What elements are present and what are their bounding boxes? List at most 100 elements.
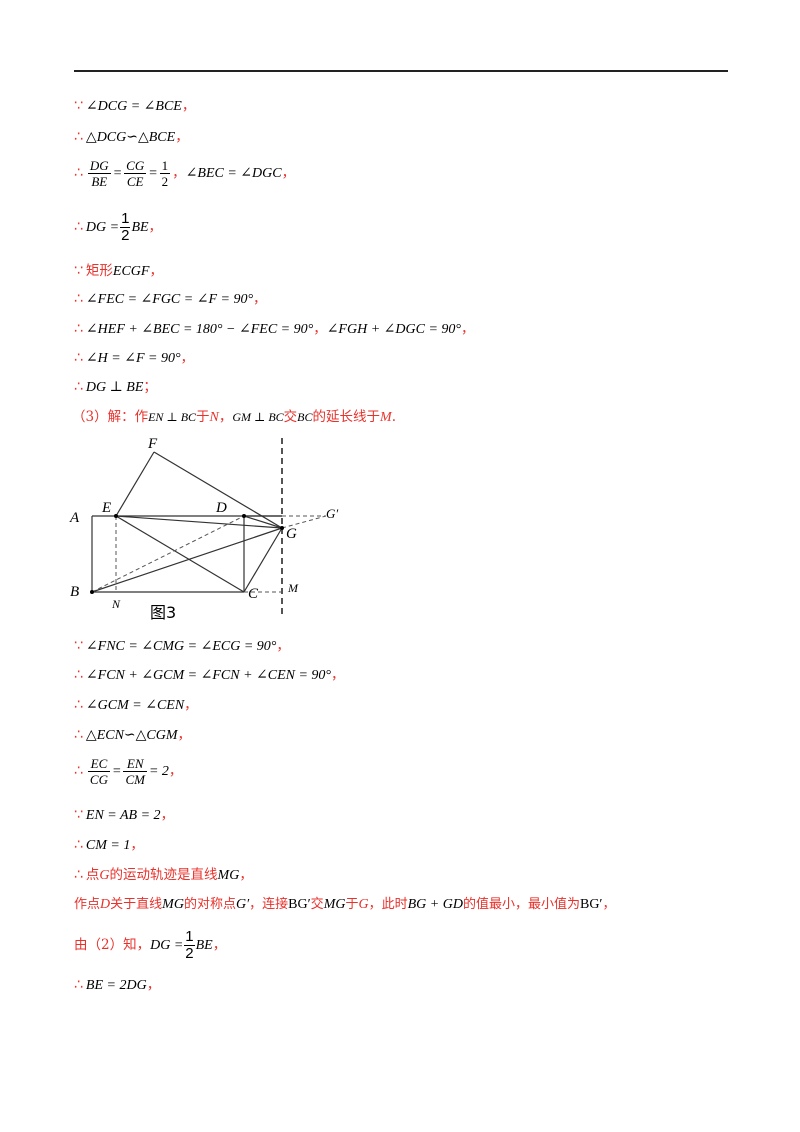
proof-line-6: ∴∠FEC = ∠FGC = ∠F = 90°， <box>74 290 267 309</box>
label-a: A <box>69 510 80 526</box>
text: 交 <box>310 897 324 912</box>
denominator: 2 <box>185 945 194 962</box>
math-expr: △DCG∽△BCE <box>85 130 176 145</box>
math-expr: G <box>99 868 110 883</box>
point-g <box>280 526 284 530</box>
therefore-symbol: ∴ <box>74 291 83 307</box>
segment-eg <box>115 515 283 529</box>
therefore-symbol: ∴ <box>74 667 83 683</box>
math-expr: EN ⊥ BC <box>148 410 197 424</box>
numerator: EN <box>123 756 147 772</box>
math-expr: G <box>358 897 369 912</box>
punct: ， <box>253 291 267 307</box>
punct: ， <box>130 837 144 853</box>
text: 的值最小，最小值为 <box>462 897 580 912</box>
text: ， <box>218 409 233 425</box>
therefore-symbol: ∴ <box>74 165 83 181</box>
punct: ， <box>160 807 175 823</box>
proof-line-16: ∴CM = 1， <box>74 836 144 855</box>
text: 的对称点 <box>183 897 236 912</box>
text: 交 <box>283 409 298 425</box>
therefore-symbol: ∴ <box>74 727 83 743</box>
math-expr: BG + GD <box>407 897 463 912</box>
point-d <box>242 514 246 518</box>
because-symbol: ∵ <box>74 638 83 654</box>
segment-bg <box>91 527 283 593</box>
punct: ， <box>331 667 345 683</box>
proof-line-2: ∴△DCG∽△BCE， <box>74 128 189 147</box>
text: . <box>391 409 396 425</box>
text: 矩形 <box>85 263 113 279</box>
proof-line-7: ∴∠HEF + ∠BEC = 180° − ∠FEC = 90°，∠FGH + … <box>74 320 475 339</box>
equals: = <box>148 166 158 181</box>
math-expr: M <box>380 410 392 425</box>
text: 由（2）知， <box>74 937 151 953</box>
punct: ， <box>146 977 161 993</box>
punct: ， <box>180 350 195 366</box>
label-f: F <box>147 436 158 452</box>
numerator: 1 <box>184 928 195 946</box>
equals: = <box>112 166 123 181</box>
label-g: G <box>286 526 297 542</box>
text: ，此时 <box>368 897 408 912</box>
text: （3）解：作 <box>72 409 149 425</box>
point-b <box>90 590 94 594</box>
math-expr: ∠HEF + ∠BEC = 180° − ∠FEC = 90° <box>85 322 314 337</box>
proof-line-11: ∴∠FCN + ∠GCM = ∠FCN + ∠CEN = 90°， <box>74 666 345 685</box>
because-symbol: ∵ <box>74 98 83 114</box>
punct: ， <box>239 867 253 883</box>
denominator: 2 <box>161 174 169 189</box>
proof-line-10: ∵∠FNC = ∠CMG = ∠ECG = 90°， <box>74 637 290 656</box>
math-expr: BG′ <box>579 897 603 912</box>
segment-ec <box>115 515 245 593</box>
math-expr: △ECN∽△CGM <box>85 728 178 743</box>
numerator: CG <box>124 158 147 174</box>
proof-line-17: ∴点G的运动轨迹是直线MG， <box>74 866 253 885</box>
punct: ， <box>276 638 290 654</box>
segment-bd-dashed <box>91 515 245 593</box>
punct: ， <box>149 263 163 279</box>
punct: ， <box>177 727 192 743</box>
proof-line-15: ∵EN = AB = 2， <box>74 806 174 825</box>
text: 的运动轨迹是直线 <box>109 867 218 883</box>
because-symbol: ∵ <box>74 807 83 823</box>
math-expr: CM = 1 <box>85 838 131 853</box>
math-expr: ∠H = ∠F = 90° <box>85 351 181 366</box>
text: ，连接 <box>249 897 289 912</box>
label-m: M <box>287 581 299 595</box>
therefore-symbol: ∴ <box>74 379 83 395</box>
therefore-symbol: ∴ <box>74 837 83 853</box>
math-expr: = 2 <box>148 764 169 779</box>
math-expr: GM ⊥ BC <box>232 410 284 424</box>
geometry-figure-3: A B E D F G G′ C M N 图3 <box>64 432 364 626</box>
text: 的延长线于 <box>312 409 381 425</box>
math-expr: G′ <box>235 897 250 912</box>
punct: ， <box>175 129 189 145</box>
math-expr: ∠FNC = ∠CMG = ∠ECG = 90° <box>85 639 277 654</box>
punct: ， <box>181 98 196 114</box>
text: 于 <box>196 409 210 425</box>
math-expr: ∠BEC = ∠DGC <box>185 166 282 181</box>
segment-g-gprime-dashed <box>281 515 327 529</box>
math-expr: ∠DCG = ∠BCE <box>85 99 182 114</box>
math-expr: ∠FEC = ∠FGC = ∠F = 90° <box>85 292 254 307</box>
therefore-symbol: ∴ <box>74 219 83 235</box>
label-n: N <box>111 597 121 611</box>
math-expr: D <box>100 897 111 912</box>
punct: ， <box>313 321 327 337</box>
math-expr: BG′ <box>288 897 311 912</box>
proof-line-12: ∴∠GCM = ∠CEN， <box>74 696 198 715</box>
equals: = <box>111 764 122 779</box>
therefore-symbol: ∴ <box>74 129 83 145</box>
punct: ， <box>461 321 475 337</box>
math-expr: BE = 2DG <box>85 978 147 993</box>
